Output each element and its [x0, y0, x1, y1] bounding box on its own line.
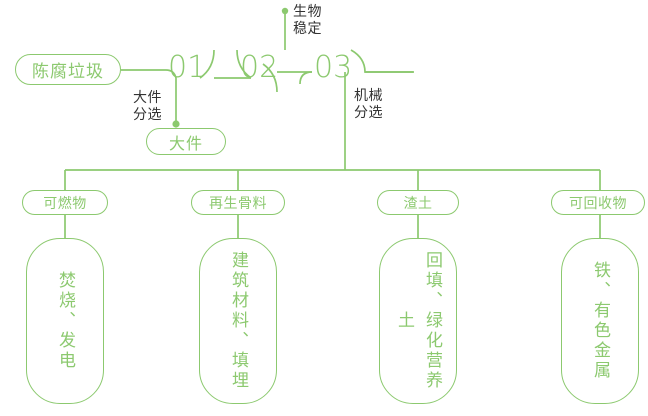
annotation-bulky-sorting: 大件 分选 [133, 90, 162, 123]
annotation-bio-stabilization: 生物 稳定 [293, 4, 322, 37]
root-node-stale-waste[interactable]: 陈腐垃圾 [15, 54, 121, 85]
outcome-text-combustibles: 焚烧、发电 [55, 271, 75, 371]
category-pill-recyclables[interactable]: 可回收物 [551, 190, 645, 215]
outcome-box-slag-soil[interactable]: 回填、绿化营养土 [379, 238, 457, 404]
outcome-box-recycled-aggregate[interactable]: 建筑材料、填埋 [199, 238, 277, 404]
category-pill-combustibles[interactable]: 可燃物 [22, 190, 108, 215]
annotation-mechanical-sorting: 机械 分选 [354, 88, 383, 121]
category-pill-slag-soil[interactable]: 渣土 [377, 190, 459, 215]
arc-03-left [299, 71, 313, 85]
arc-02-left [236, 49, 252, 79]
dot-bulky [172, 120, 180, 128]
wire-01-shoulder-left [165, 69, 177, 124]
arc-01-right [199, 49, 215, 79]
dot-bio [281, 7, 289, 15]
outcome-box-combustibles[interactable]: 焚烧、发电 [26, 238, 104, 404]
step-number-02[interactable]: 02 [240, 50, 279, 85]
outcome-text-recyclables: 铁、有色金属 [590, 261, 610, 381]
outcome-box-recyclables[interactable]: 铁、有色金属 [561, 238, 639, 404]
category-pill-recycled-aggregate[interactable]: 再生骨料 [191, 190, 285, 215]
outcome-text-recycled-aggregate: 建筑材料、填埋 [228, 251, 248, 391]
arc-02-right [262, 63, 278, 93]
branch-node-bulky[interactable]: 大件 [146, 128, 226, 155]
outcome-text-slag-soil: 回填、绿化营养土 [394, 251, 442, 391]
step-number-03[interactable]: 03 [314, 50, 353, 85]
arc-03-right [350, 49, 413, 73]
step-number-01[interactable]: 01 [168, 50, 207, 85]
